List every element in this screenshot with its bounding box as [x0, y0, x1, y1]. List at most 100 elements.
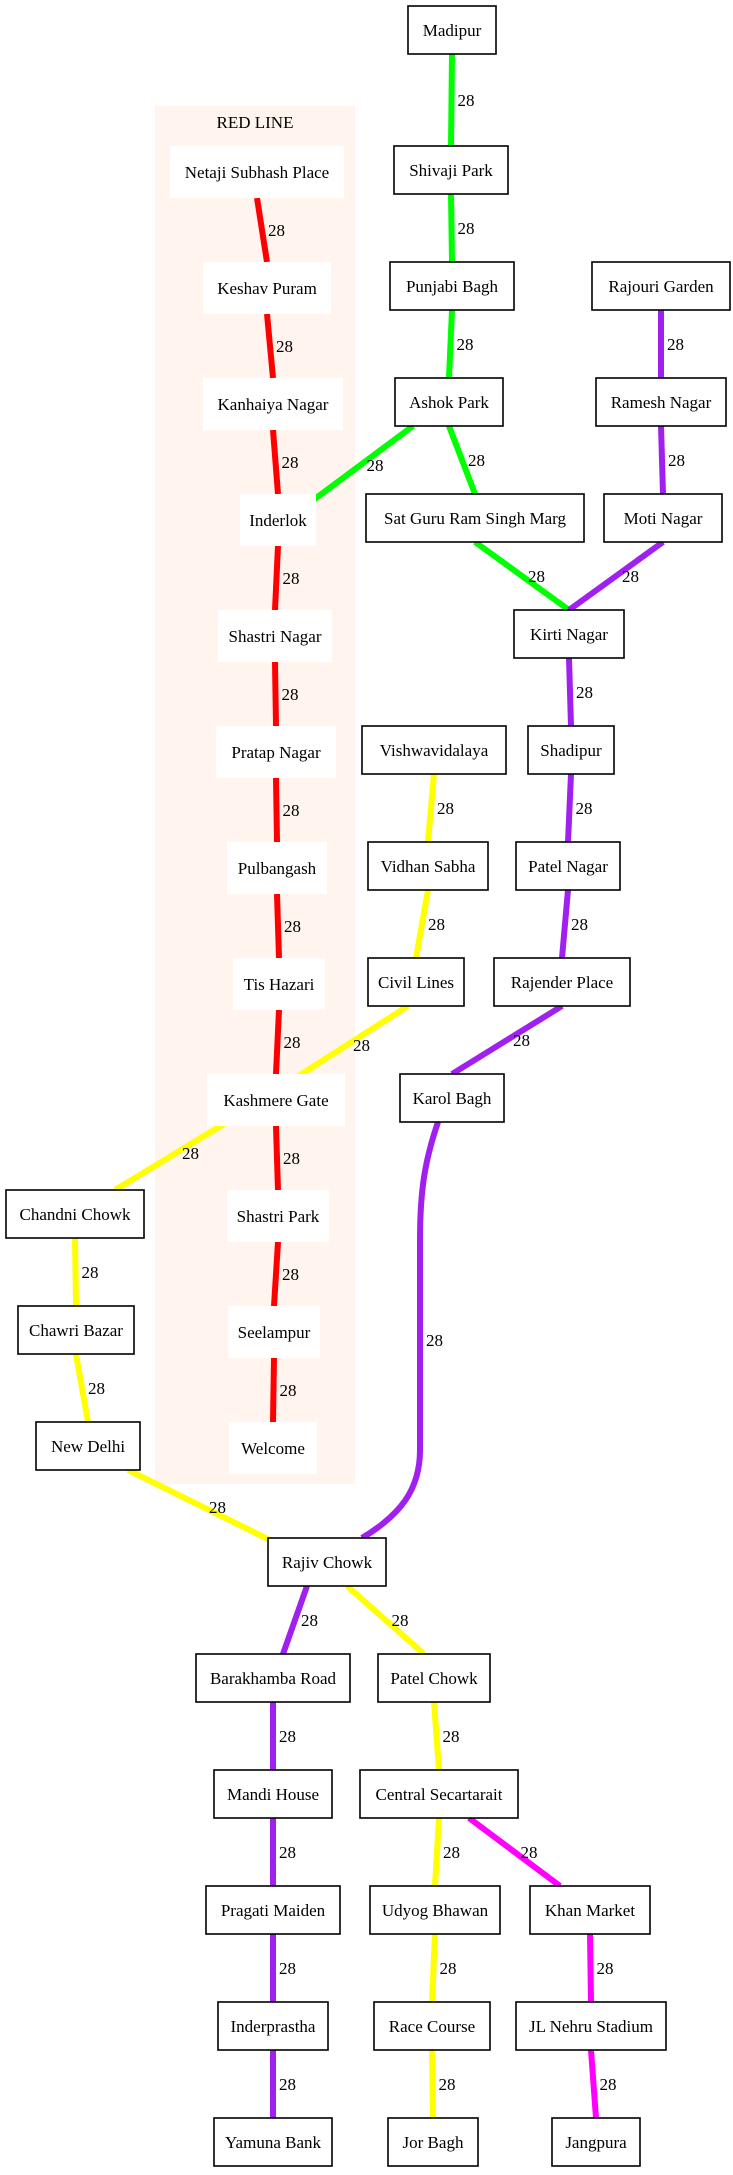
edge-kirti-shadipur — [566, 657, 574, 727]
station-label: Kanhaiya Nagar — [218, 395, 329, 414]
station-label: Mandi House — [227, 1785, 319, 1804]
edge-kashmere-chandni — [113, 1113, 239, 1193]
edge-rajiv-patel_chowk — [345, 1583, 426, 1657]
edge-race-jor — [429, 2049, 436, 2119]
edge-label: 28 — [600, 2075, 617, 2094]
edge-label: 28 — [513, 1031, 530, 1050]
station-newdelhi: New Delhi — [35, 1421, 141, 1471]
station-jangpura: Jangpura — [551, 2117, 641, 2167]
edge-label: 28 — [443, 1843, 460, 1862]
edge-label: 28 — [576, 683, 593, 702]
station-label: Sat Guru Ram Singh Marg — [384, 509, 566, 528]
station-box — [227, 842, 327, 894]
edge-madipur-shivaji — [448, 53, 455, 147]
station-shadipur: Shadipur — [527, 725, 615, 775]
edge-label: 28 — [283, 569, 300, 588]
station-inderprastha: Inderprastha — [217, 2001, 329, 2051]
station-label: Pratap Nagar — [231, 743, 321, 762]
edge-label: 28 — [279, 2075, 296, 2094]
station-mandi: Mandi House — [213, 1769, 333, 1819]
station-label: Rajiv Chowk — [282, 1553, 373, 1572]
station-box — [267, 1537, 387, 1587]
edge-label: 28 — [301, 1611, 318, 1630]
station-label: Seelampur — [238, 1323, 311, 1342]
edge-shastri_nagar-pratap — [272, 661, 279, 727]
edge-label: 28 — [571, 915, 588, 934]
station-label: Rajender Place — [511, 973, 613, 992]
station-label: Pragati Maiden — [221, 1901, 326, 1920]
station-label: Jangpura — [565, 2133, 627, 2152]
station-box — [227, 1190, 329, 1242]
edge-label: 28 — [182, 1144, 199, 1163]
edge-ashok-satguru — [446, 424, 478, 496]
station-label: Inderprastha — [231, 2017, 316, 2036]
station-ashok: Ashok Park — [394, 377, 504, 427]
station-box — [369, 1885, 501, 1935]
station-box — [394, 377, 504, 427]
station-label: Karol Bagh — [413, 1089, 492, 1108]
station-box — [603, 493, 723, 543]
station-khan: Khan Market — [529, 1885, 651, 1935]
edge-karol-rajiv — [360, 1121, 441, 1541]
station-pragati: Pragati Maiden — [205, 1885, 341, 1935]
station-barakhamba: Barakhamba Road — [195, 1653, 351, 1703]
station-box — [367, 841, 489, 891]
station-box — [240, 494, 316, 546]
edge-label: 28 — [367, 456, 384, 475]
edge-kanhaiya-inderlok — [270, 429, 281, 495]
station-label: Shivaji Park — [409, 161, 493, 180]
edge-inderlok-shastri_nagar — [272, 545, 281, 611]
station-label: Vidhan Sabha — [381, 857, 476, 876]
station-label: Patel Nagar — [528, 857, 608, 876]
station-civil: Civil Lines — [367, 957, 465, 1007]
edge-label: 28 — [279, 1727, 296, 1746]
edge-label: 28 — [284, 917, 301, 936]
edge-seelampur-welcome — [270, 1357, 277, 1423]
station-moti: Moti Nagar — [603, 493, 723, 543]
station-jl: JL Nehru Stadium — [515, 2001, 667, 2051]
station-label: Rajouri Garden — [608, 277, 714, 296]
station-punjabi: Punjabi Bagh — [389, 261, 515, 311]
station-shastri-nagar: Shastri Nagar — [218, 610, 332, 662]
station-label: Pulbangash — [238, 859, 317, 878]
station-box — [218, 610, 332, 662]
edge-jl-jangpura — [588, 2049, 599, 2119]
station-label: Udyog Bhawan — [382, 1901, 489, 1920]
station-netaji: Netaji Subhash Place — [170, 146, 344, 198]
station-box — [513, 609, 625, 659]
station-box — [213, 1769, 333, 1819]
station-box — [591, 261, 731, 311]
station-box — [207, 1074, 345, 1126]
station-welcome: Welcome — [229, 1422, 317, 1474]
edge-satguru-kirti — [473, 539, 571, 613]
station-box — [529, 1885, 651, 1935]
edge-tis-kashmere — [273, 1009, 282, 1075]
station-label: Race Course — [389, 2017, 475, 2036]
edge-label: 28 — [353, 1036, 370, 1055]
station-label: Shastri Nagar — [228, 627, 321, 646]
station-label: Netaji Subhash Place — [185, 163, 329, 182]
station-label: Ashok Park — [409, 393, 489, 412]
station-label: Vishwavidalaya — [380, 741, 489, 760]
edge-patel_nagar-rajender — [559, 889, 571, 959]
station-ramesh: Ramesh Nagar — [595, 377, 727, 427]
station-shastri-park: Shastri Park — [227, 1190, 329, 1242]
station-box — [233, 958, 325, 1010]
station-pratap: Pratap Nagar — [216, 726, 336, 778]
station-box — [35, 1421, 141, 1471]
edge-rajiv-barakhamba — [280, 1585, 310, 1655]
edge-central-khan — [467, 1815, 562, 1889]
station-rajouri: Rajouri Garden — [591, 261, 731, 311]
station-box — [213, 2117, 333, 2167]
edge-label: 28 — [426, 1331, 443, 1350]
station-label: JL Nehru Stadium — [529, 2017, 653, 2036]
edge-vishwa-vidhan — [425, 773, 437, 843]
edge-patel_chowk-central — [431, 1701, 442, 1771]
edge-kashmere-shastri_park — [273, 1125, 281, 1191]
edge-pratap-pulbangash — [273, 777, 280, 843]
station-box — [393, 145, 509, 195]
station-chawri: Chawri Bazar — [17, 1305, 135, 1355]
edge-udyog-race — [429, 1933, 438, 2003]
station-box — [551, 2117, 641, 2167]
